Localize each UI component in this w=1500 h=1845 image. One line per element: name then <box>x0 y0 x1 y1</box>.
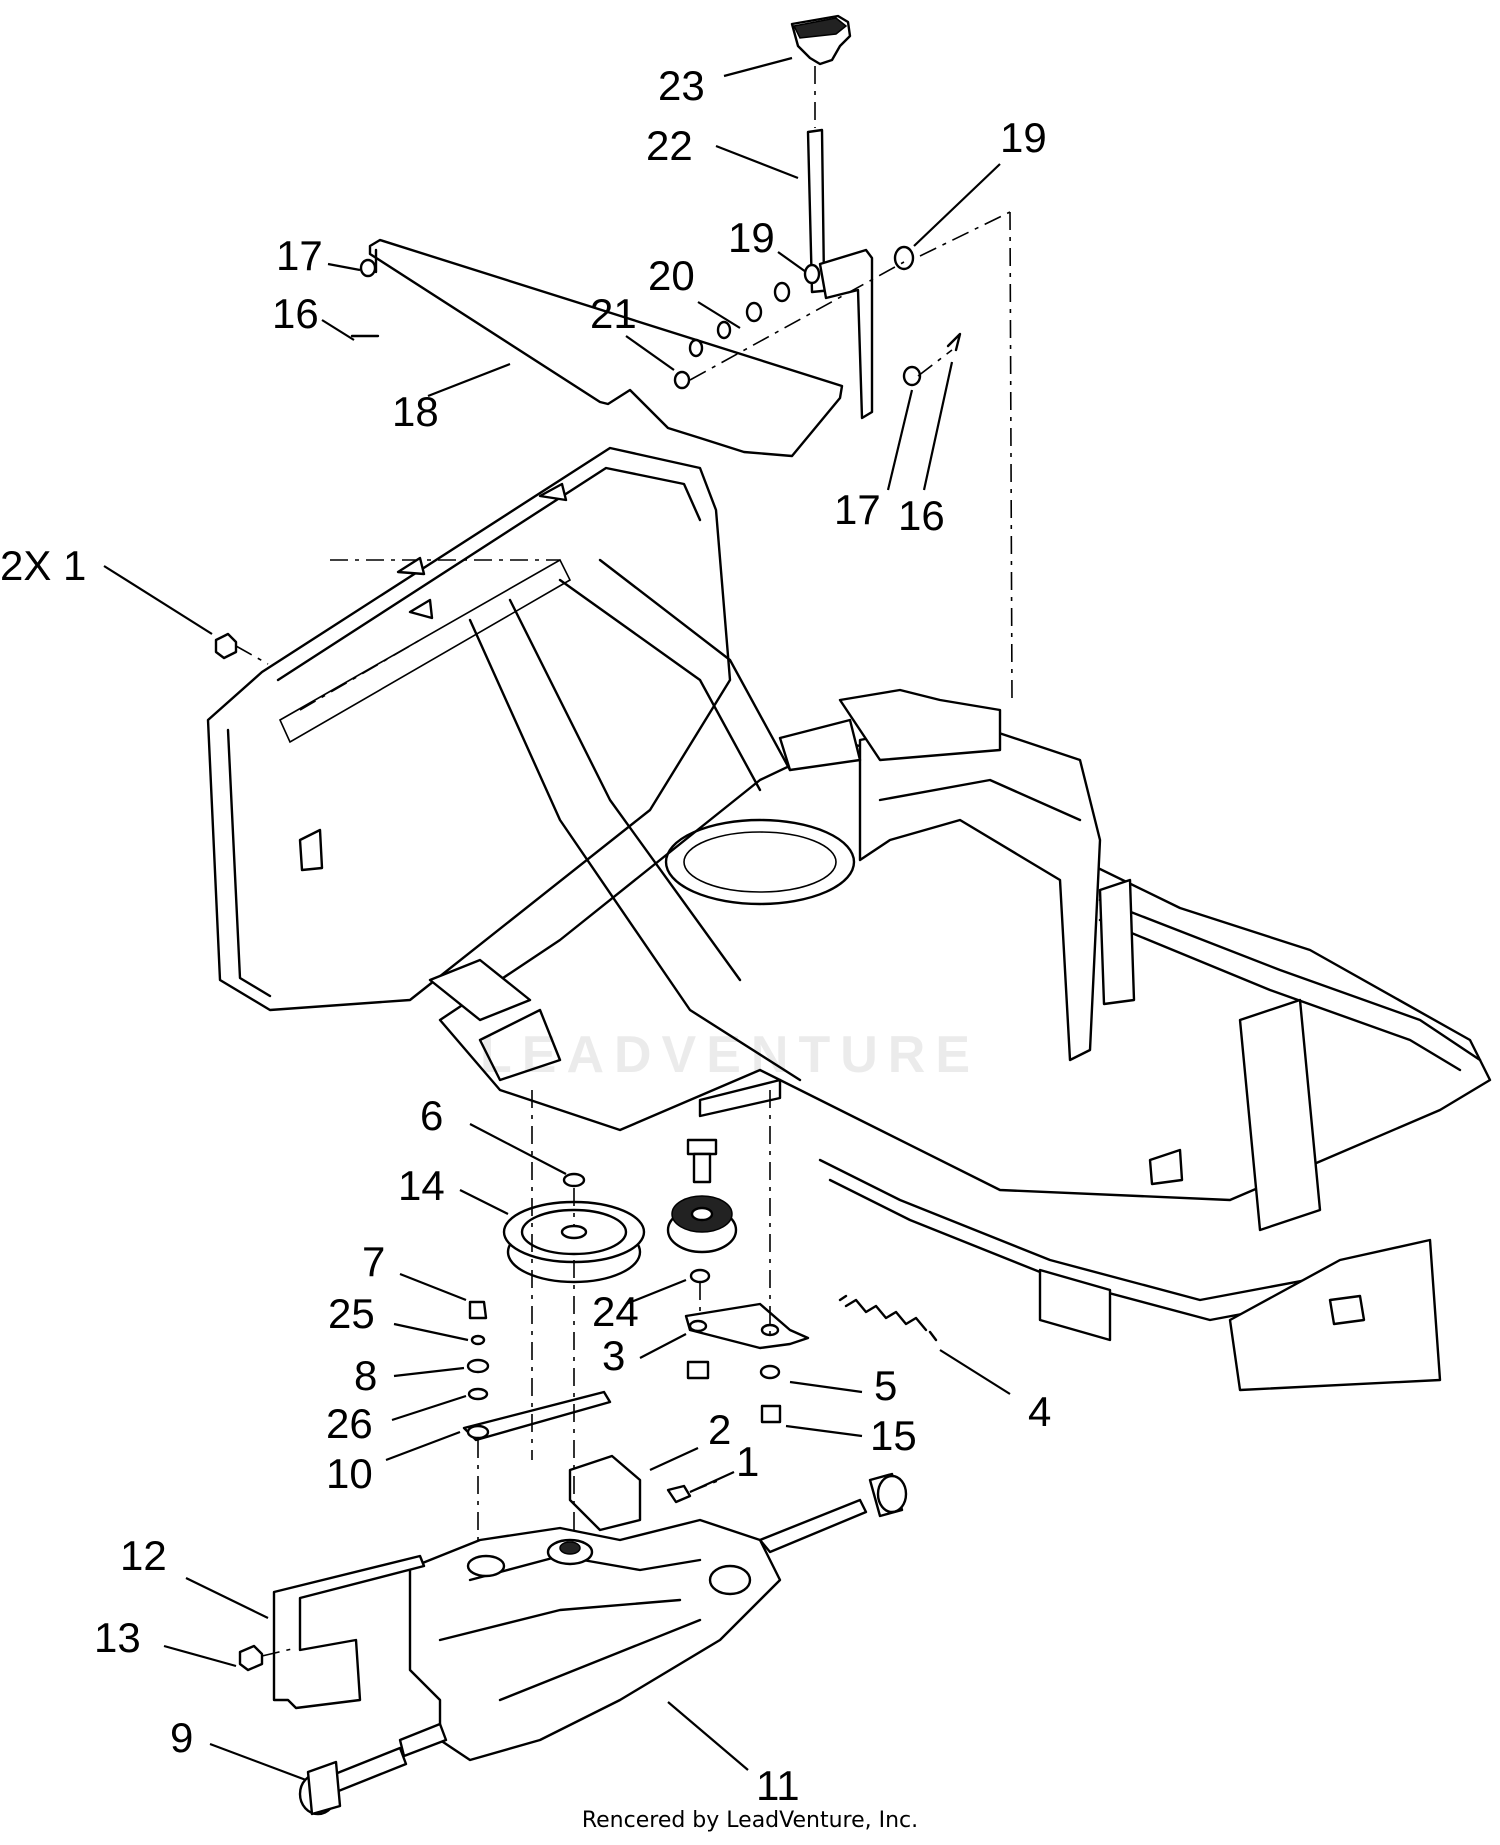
callout-20: 20 <box>648 252 695 299</box>
callout-2x1: 2X 1 <box>0 542 86 589</box>
callout-3: 3 <box>602 1332 625 1379</box>
watermark: LEADVENTURE <box>480 1026 981 1084</box>
shift-lever-assembly <box>350 14 1013 701</box>
callout-16-left: 16 <box>272 290 319 337</box>
callout-17-right: 17 <box>834 486 881 533</box>
callout-11: 11 <box>756 1762 800 1809</box>
callout-8: 8 <box>354 1352 377 1399</box>
callout-16-right: 16 <box>898 492 945 539</box>
callout-21: 21 <box>590 290 637 337</box>
callout-26: 26 <box>326 1400 373 1447</box>
callout-19-right: 19 <box>1000 114 1047 161</box>
rendered-by-credit: Rencered by LeadVenture, Inc. <box>581 1808 919 1833</box>
callout-14: 14 <box>398 1162 445 1209</box>
callout-15: 15 <box>870 1412 917 1459</box>
callouts: 23 22 19 19 20 21 17 16 18 17 16 2X 1 6 … <box>0 62 1051 1809</box>
frame-assembly <box>206 446 1492 1392</box>
callout-13: 13 <box>94 1614 141 1661</box>
callout-1: 1 <box>736 1438 759 1485</box>
callout-4: 4 <box>1028 1388 1051 1435</box>
callout-6: 6 <box>420 1092 443 1139</box>
callout-22: 22 <box>646 122 693 169</box>
callout-18: 18 <box>392 388 439 435</box>
callout-19-left: 19 <box>728 214 775 261</box>
callout-17-left: 17 <box>276 232 323 279</box>
callout-10: 10 <box>326 1450 373 1497</box>
callout-12: 12 <box>120 1532 167 1579</box>
callout-25: 25 <box>328 1290 375 1337</box>
callout-9: 9 <box>170 1714 193 1761</box>
callout-23: 23 <box>658 62 705 109</box>
leader-lines <box>103 56 1011 1782</box>
callout-24: 24 <box>592 1288 639 1335</box>
callout-2: 2 <box>708 1406 731 1453</box>
transaxle <box>238 1472 908 1816</box>
pulley-idler-assembly <box>462 1090 938 1540</box>
callout-7: 7 <box>362 1238 385 1285</box>
callout-5: 5 <box>874 1362 897 1409</box>
